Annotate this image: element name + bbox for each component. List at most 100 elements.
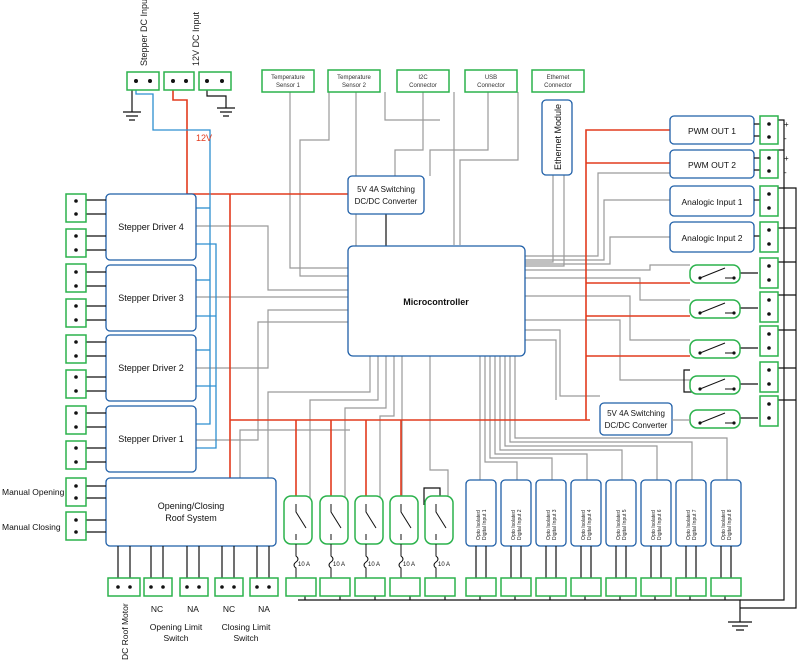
sensor-label-line2: Sensor 2 — [342, 83, 367, 89]
stepper-driver-2[interactable]: Stepper Driver 2 — [105, 334, 197, 402]
fuse-label: 10 A — [368, 562, 380, 568]
roof-system[interactable]: Opening/Closing Roof System — [105, 477, 277, 547]
sensor-label-line1: Temperature — [337, 75, 371, 81]
roof-system-line2: Roof System — [165, 513, 217, 523]
right-module-label: PWM OUT 1 — [688, 126, 736, 136]
sensor-temperature-1[interactable]: Temperature Sensor 1 — [261, 69, 315, 93]
pwm-out-2[interactable]: PWM OUT 2 — [669, 149, 755, 179]
opto-label-line1: Opto Isolated — [721, 510, 727, 540]
converter-top[interactable]: 5V 4A Switching DC/DC Converter — [347, 175, 425, 215]
opto-labels: Opto Isolated Digital Input 1 Opto Isola… — [476, 509, 733, 540]
i2c-connector[interactable]: I2C Connector — [396, 69, 450, 93]
pwm1-plus: + — [784, 120, 789, 129]
sensor-label-line1: Ethernet — [547, 75, 570, 81]
stepper-power-wires — [135, 80, 217, 449]
fuse-label: 10 A — [333, 562, 345, 568]
sensor-label-line1: Temperature — [271, 75, 305, 81]
dc12-input-connector[interactable] — [163, 71, 195, 91]
converter-top-line2: DC/DC Converter — [355, 197, 418, 206]
opto-label-line2: Digital Input 8 — [727, 509, 733, 540]
right-module-label: PWM OUT 2 — [688, 160, 736, 170]
nc2-label: NC — [223, 604, 235, 614]
ethernet-connector[interactable]: Ethernet Connector — [531, 69, 585, 93]
right-relays[interactable] — [689, 264, 758, 429]
power-wires — [172, 80, 690, 500]
opto-label-line1: Opto Isolated — [616, 510, 622, 540]
na2-label: NA — [258, 604, 270, 614]
analog-input-2[interactable]: Analogic Input 2 — [669, 221, 755, 253]
opto-label-line2: Digital Input 4 — [587, 509, 593, 540]
relay-output-connectors[interactable] — [285, 577, 456, 597]
stepper-dc-input-label: Stepper DC Input — [139, 0, 149, 66]
opto-input-connectors[interactable] — [465, 546, 742, 597]
stepper-driver-label: Stepper Driver 2 — [118, 363, 184, 373]
usb-connector[interactable]: USB Connector — [464, 69, 518, 93]
opto-label-line1: Opto Isolated — [686, 510, 692, 540]
opto-label-line1: Opto Isolated — [511, 510, 517, 540]
analog-input-1[interactable]: Analogic Input 1 — [669, 185, 755, 217]
stepper-driver-label: Stepper Driver 4 — [118, 222, 184, 232]
fuse-label: 10 A — [298, 562, 310, 568]
right-terminal-column — [759, 185, 779, 427]
pwm2-plus: + — [784, 154, 789, 163]
opto-label-line1: Opto Isolated — [581, 510, 587, 540]
converter-bottom[interactable]: 5V 4A Switching DC/DC Converter — [599, 402, 673, 436]
stepper-driver-3[interactable]: Stepper Driver 3 — [105, 264, 197, 332]
nc1-label: NC — [151, 604, 163, 614]
opto-label-line2: Digital Input 3 — [552, 509, 558, 540]
pwm-terminals: + - + - — [759, 115, 789, 179]
fuse-label: 10 A — [403, 562, 415, 568]
manual-opening-label: Manual Opening — [2, 487, 65, 497]
sensor-label-line2: Connector — [544, 83, 572, 89]
opto-label-line1: Opto Isolated — [546, 510, 552, 540]
sensor-label-line2: Connector — [409, 83, 437, 89]
pwm2-minus: - — [784, 168, 787, 177]
sensor-temperature-2[interactable]: Temperature Sensor 2 — [327, 69, 381, 93]
opto-label-line2: Digital Input 6 — [657, 509, 663, 540]
microcontroller[interactable]: Microcontroller — [347, 245, 526, 357]
pwm-out-1[interactable]: PWM OUT 1 — [669, 115, 755, 145]
dc-roof-motor-label: DC Roof Motor — [120, 603, 130, 660]
sensor-label-line2: Sensor 1 — [276, 83, 301, 89]
converter-bottom-line1: 5V 4A Switching — [607, 409, 665, 418]
microcontroller-label: Microcontroller — [403, 297, 469, 307]
closing-limit-label-1: Closing Limit — [222, 622, 271, 632]
stepper-driver-label: Stepper Driver 3 — [118, 293, 184, 303]
pwm1-minus: - — [784, 134, 787, 143]
ethernet-module[interactable]: Ethernet Module — [541, 99, 573, 176]
stepper-driver-label: Stepper Driver 1 — [118, 434, 184, 444]
na1-label: NA — [187, 604, 199, 614]
stepper-connectors-left — [65, 193, 106, 470]
opto-label-line2: Digital Input 5 — [622, 509, 628, 540]
bottom-relays[interactable] — [283, 495, 454, 578]
signal-wires — [196, 92, 728, 505]
dc12-ground-connector[interactable] — [198, 71, 232, 91]
ethernet-module-label: Ethernet Module — [553, 104, 563, 170]
opto-inputs[interactable] — [465, 479, 742, 547]
stepper-driver-4[interactable]: Stepper Driver 4 — [105, 193, 197, 261]
fuse-label: 10 A — [438, 562, 450, 568]
converter-top-line1: 5V 4A Switching — [357, 185, 415, 194]
opto-label-line1: Opto Isolated — [476, 510, 482, 540]
sensor-label-line1: USB — [485, 75, 497, 81]
right-module-label: Analogic Input 1 — [682, 197, 743, 207]
right-module-label: Analogic Input 2 — [682, 233, 743, 243]
manual-connectors[interactable] — [65, 477, 106, 541]
sensor-label-line2: Connector — [477, 83, 505, 89]
opening-limit-label-2: Switch — [163, 633, 188, 643]
sensor-label-line1: I2C — [418, 75, 428, 81]
converter-bottom-line2: DC/DC Converter — [605, 421, 668, 430]
dc12-input-label: 12V DC Input — [191, 11, 201, 66]
opto-label-line2: Digital Input 2 — [517, 509, 523, 540]
opto-label-line2: Digital Input 1 — [482, 509, 488, 540]
manual-closing-label: Manual Closing — [2, 522, 61, 532]
roof-bottom-connectors[interactable] — [107, 546, 279, 597]
roof-system-line1: Opening/Closing — [158, 501, 225, 511]
stepper-driver-1[interactable]: Stepper Driver 1 — [105, 405, 197, 473]
opto-label-line1: Opto Isolated — [651, 510, 657, 540]
opening-limit-label-1: Opening Limit — [150, 622, 203, 632]
opto-label-line2: Digital Input 7 — [692, 509, 698, 540]
v12-wire-label: 12V — [196, 133, 212, 143]
stepper-dc-input-connector[interactable] — [126, 71, 160, 91]
